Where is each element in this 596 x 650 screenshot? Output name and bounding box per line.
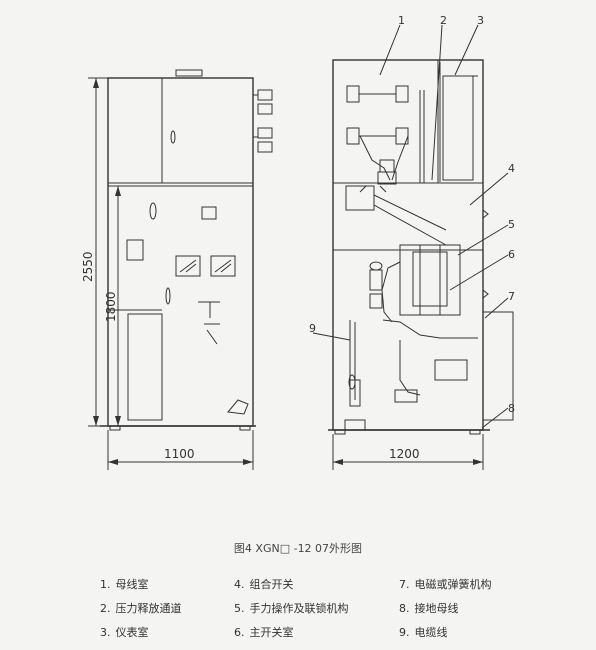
callout-7: 7: [508, 290, 515, 303]
figure-caption: 图4 XGN□ -12 07外形图: [233, 542, 363, 555]
callout-5: 5: [508, 218, 515, 231]
callout-3: 3: [477, 14, 484, 27]
front-cabinet-body: [107, 77, 254, 427]
legend-item: 6. 主开关室: [234, 626, 294, 639]
legend-item: 9. 电缆线: [399, 626, 448, 639]
legend-item: 4. 组合开关: [234, 578, 294, 591]
dim-front-width: 1100: [164, 447, 195, 461]
callout-9: 9: [309, 322, 316, 335]
dim-lower-height: 1800: [104, 291, 118, 322]
gauge-right: [210, 255, 236, 277]
callout-1: 1: [398, 14, 405, 27]
dim-side-depth: 1200: [389, 447, 420, 461]
meter-window: [126, 239, 144, 261]
legend-item: 3. 仪表室: [100, 626, 149, 639]
legend-item: 8. 接地母线: [399, 602, 459, 615]
legend-item: 5. 手力操作及联锁机构: [234, 602, 349, 615]
callout-6: 6: [508, 248, 515, 261]
legend-item: 7. 电磁或弹簧机构: [399, 578, 492, 591]
callout-4: 4: [508, 162, 515, 175]
callout-8: 8: [508, 402, 515, 415]
legend-item: 1. 母线室: [100, 578, 149, 591]
legend-item: 2. 压力释放通道: [100, 602, 182, 615]
callout-2: 2: [440, 14, 447, 27]
cabinet-outline-drawing: 2550 1800 1100 1200 1 2 3 4 5 6 7 8 9: [81, 14, 515, 470]
gauge-left: [175, 255, 201, 277]
dim-total-height: 2550: [81, 251, 95, 282]
